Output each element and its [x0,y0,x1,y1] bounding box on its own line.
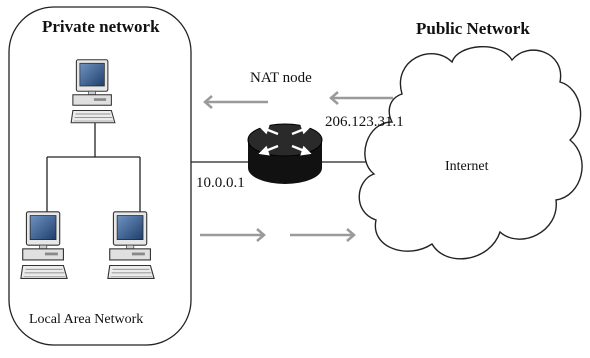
nat-node-label: NAT node [250,70,312,86]
arrow-icon [329,91,393,105]
gateway-ip-label: 10.0.0.1 [196,175,245,191]
arrow-icon [203,95,268,109]
arrow-icon [290,228,356,242]
public-ip-label: 206.123.31.1 [325,114,404,130]
arrow-icon [200,228,266,242]
cloud-icon [358,46,583,260]
router-icon [247,123,323,184]
arrows [200,91,393,242]
private-network-title: Private network [42,17,160,36]
private-network-boundary [8,6,192,346]
public-network-title: Public Network [416,19,530,38]
lan-wiring [46,118,141,212]
lan-label: Local Area Network [29,312,144,327]
internet-label: Internet [445,159,489,174]
